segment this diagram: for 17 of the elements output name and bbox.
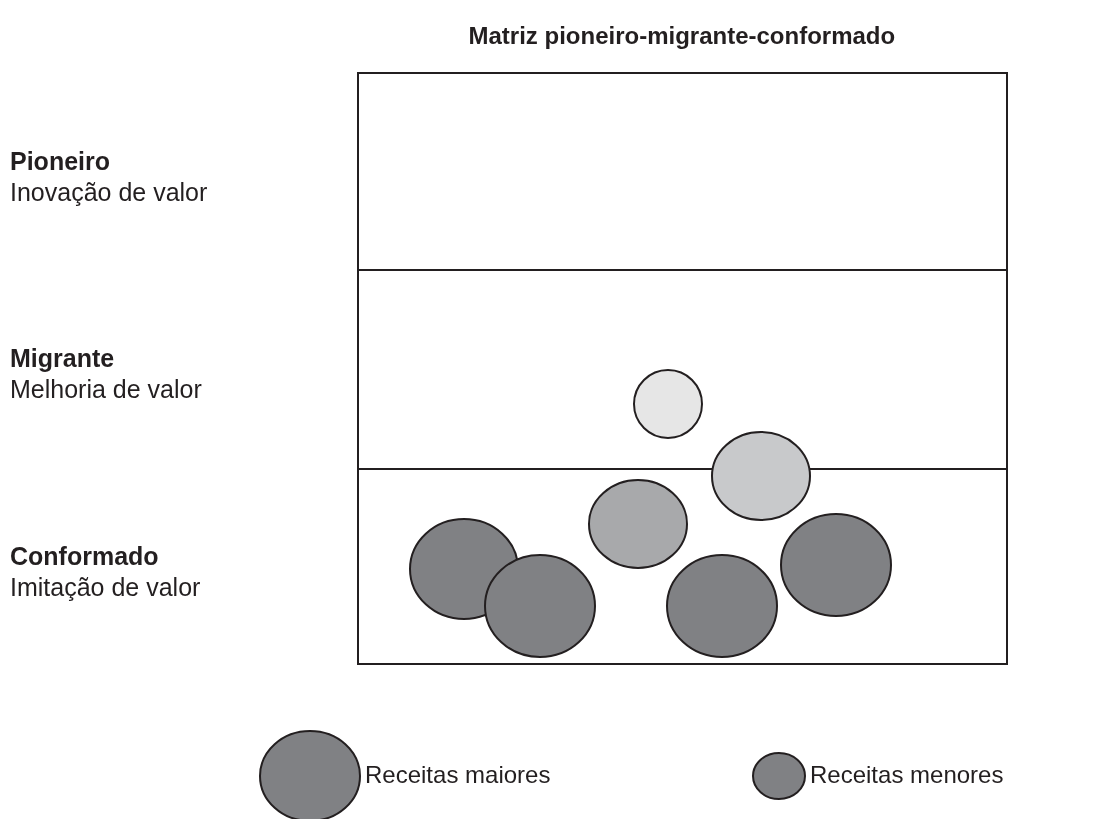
diagram-title: Matriz pioneiro-migrante-conformado <box>468 22 896 50</box>
matrix-row <box>357 72 1008 271</box>
bubble-circle <box>484 554 596 658</box>
row-heading: Conformado <box>10 541 159 572</box>
bubble-circle <box>711 431 811 521</box>
legend-label: Receitas menores <box>810 761 1004 789</box>
legend-label: Receitas maiores <box>365 761 551 789</box>
row-description: Imitação de valor <box>10 572 201 603</box>
bubble-circle <box>633 369 703 439</box>
row-heading: Migrante <box>10 343 115 374</box>
row-heading: Pioneiro <box>10 146 110 177</box>
row-description: Melhoria de valor <box>10 374 202 405</box>
bubble-circle <box>588 479 688 569</box>
bubble-circle <box>666 554 778 658</box>
matrix-row <box>357 468 1008 665</box>
bubble-circle <box>780 513 892 617</box>
row-description: Inovação de valor <box>10 177 208 208</box>
